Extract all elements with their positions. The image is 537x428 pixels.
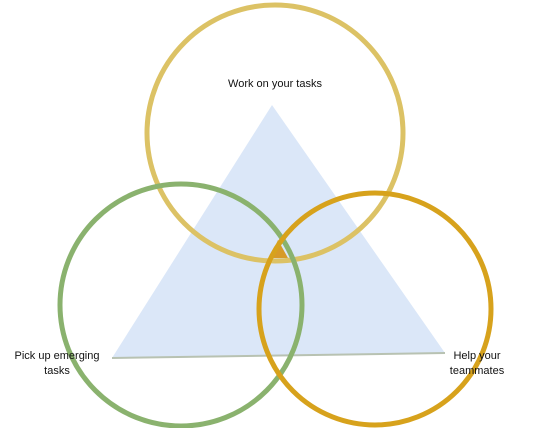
circle-pick-up-tasks (57, 181, 305, 428)
label-help-line2: teammates (450, 365, 505, 377)
label-work-on-tasks: Work on your tasks (228, 78, 322, 90)
triangle-base-line (111, 352, 446, 359)
label-pick-up-line1: Pick up emerging (15, 350, 100, 362)
label-pick-up-line2: tasks (44, 365, 70, 377)
label-help-line1: Help your (453, 350, 500, 362)
circle-help-teammates (256, 190, 494, 428)
circle-work-on-tasks (144, 2, 406, 264)
